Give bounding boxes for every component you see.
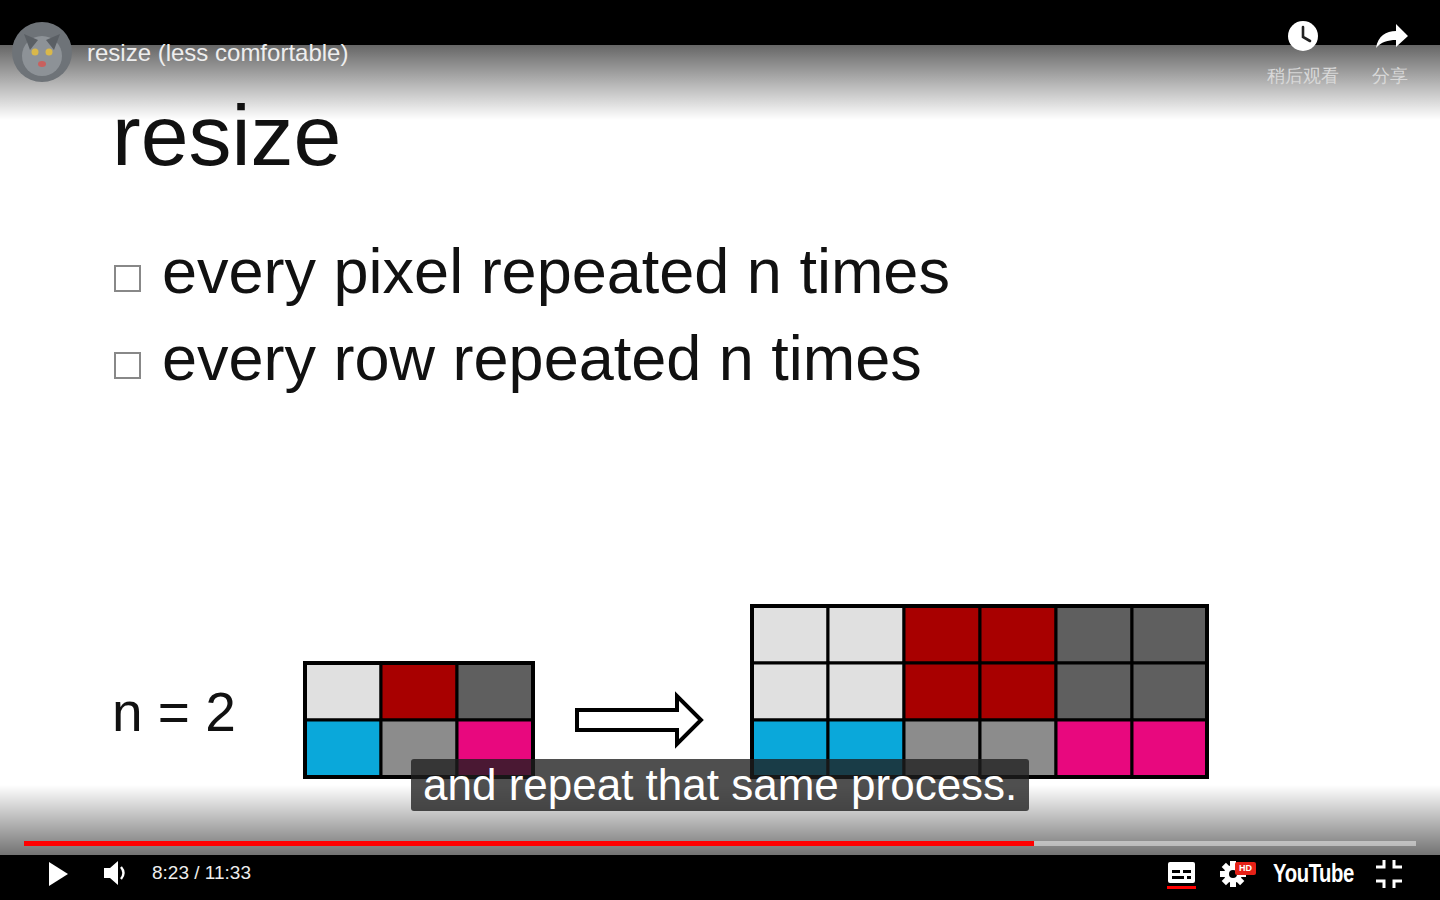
large-pixel-grid	[752, 606, 1207, 777]
youtube-logo: YouTube	[1273, 860, 1354, 886]
n-value: n = 2	[112, 685, 236, 740]
settings-icon	[1220, 861, 1256, 887]
progress-track	[24, 841, 1416, 846]
time-display: 8:23 / 11:33	[152, 863, 251, 882]
channel-avatar	[12, 22, 72, 82]
share-label: 分享	[1372, 67, 1408, 85]
exit-fullscreen-icon	[1376, 860, 1402, 888]
hd-badge: HD	[1239, 864, 1252, 873]
bullet-square	[115, 266, 140, 291]
bullet-text: every row repeated n times	[162, 327, 922, 390]
play-icon	[49, 862, 68, 886]
progress-played	[24, 841, 1034, 846]
watch-later-label: 稍后观看	[1267, 67, 1339, 85]
slide-title: resize	[112, 92, 341, 178]
subtitles-icon	[1167, 862, 1196, 889]
hollow-arrow	[577, 696, 701, 744]
volume-icon	[104, 861, 124, 885]
subtitle-caption: and repeat that same process.	[411, 759, 1029, 811]
clock-icon	[1288, 21, 1318, 51]
bullet-text: every pixel repeated n times	[162, 240, 950, 303]
share-icon	[1376, 24, 1408, 48]
video-title: resize (less comfortable)	[87, 41, 348, 65]
top-bar	[0, 0, 1440, 45]
bullet-square	[115, 353, 140, 378]
